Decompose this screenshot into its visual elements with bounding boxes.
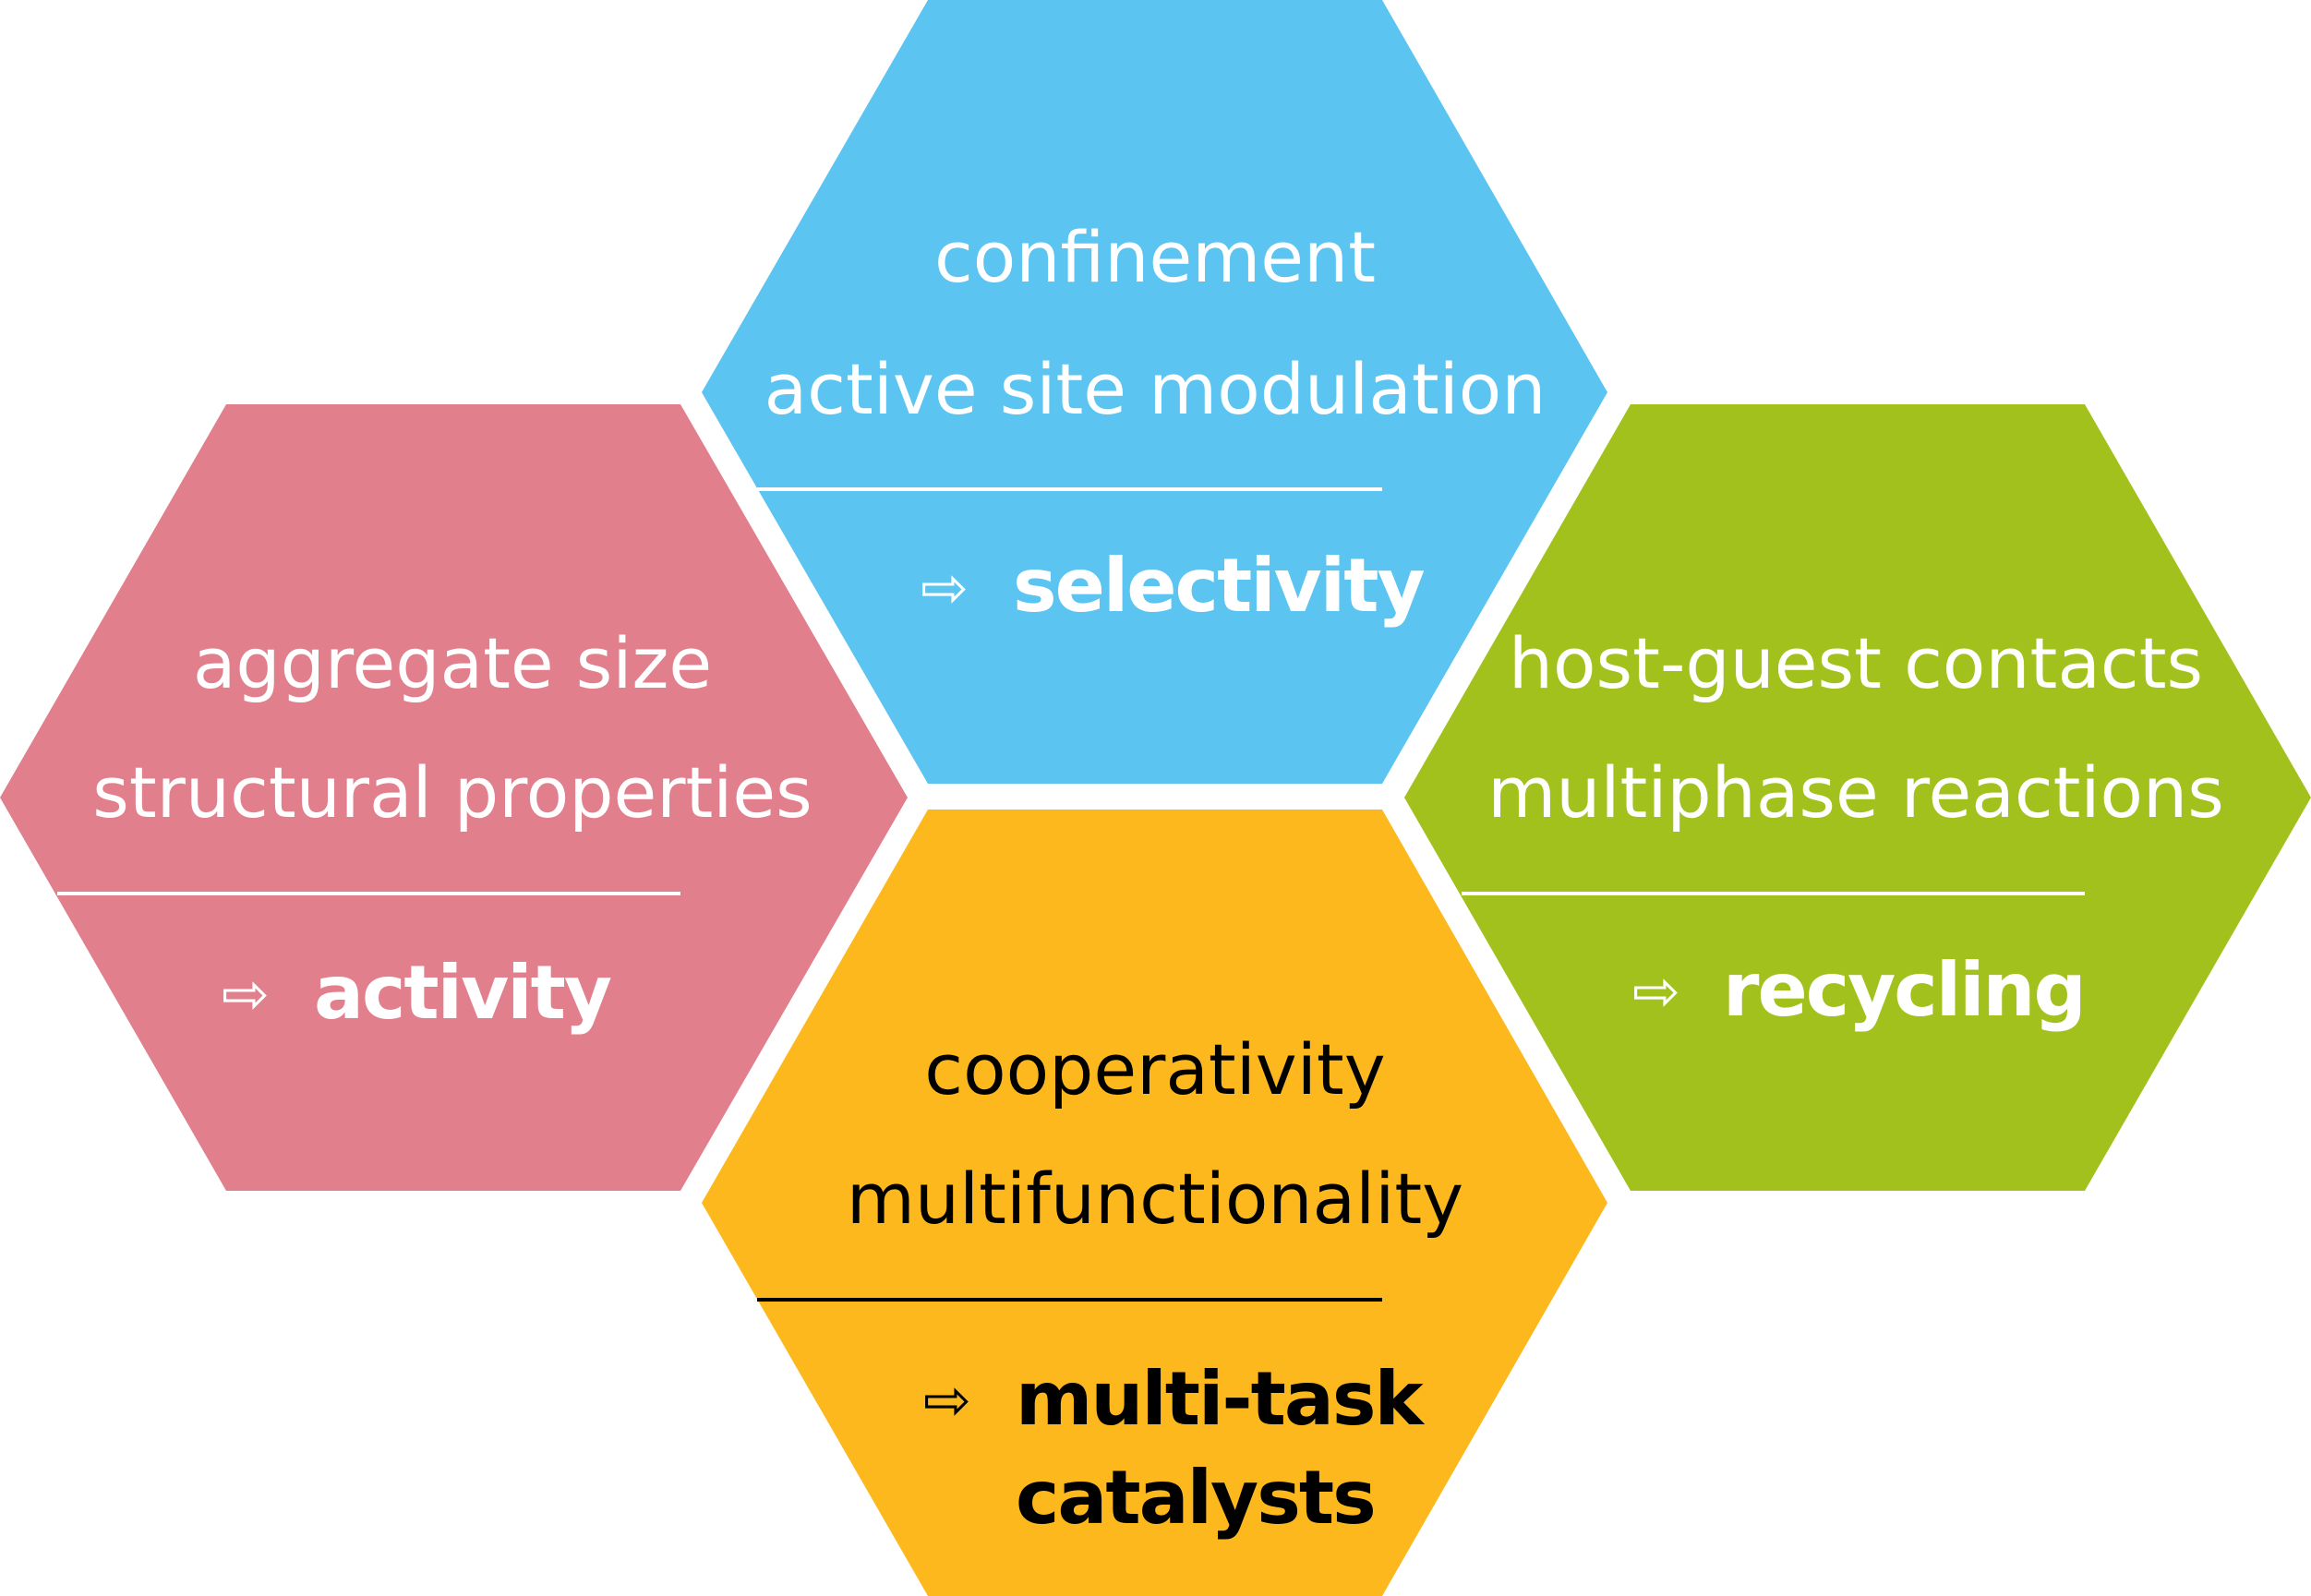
hexagon-activity-shape — [0, 404, 908, 1191]
arrow-right-icon: ⇨ — [923, 1366, 971, 1434]
hexagon-recycling-shape — [1404, 404, 2311, 1191]
hexagon-multitask-shape — [702, 810, 1607, 1596]
hexagon-recycling-outcome: recycling — [1723, 947, 2085, 1033]
hexagon-activity-line-1: aggregate size — [193, 622, 712, 704]
hexagon-multitask-outcome-line-2: catalysts — [1016, 1455, 1375, 1541]
hexagon-activity-outcome: activity — [314, 950, 611, 1036]
hexagon-selectivity-shape — [702, 0, 1607, 784]
hexagon-activity: aggregate size structural properties ⇨ a… — [0, 404, 908, 1191]
hexagon-recycling-line-1: host-guest contacts — [1509, 622, 2203, 704]
hexagon-activity-line-2: structural properties — [92, 751, 812, 834]
hexagon-multitask: cooperativity multifunctionality ⇨ multi… — [702, 810, 1607, 1596]
arrow-right-icon: ⇨ — [222, 960, 270, 1027]
hexagon-selectivity-line-2: active site modulation — [764, 348, 1547, 430]
hexagon-multitask-line-2: multifunctionality — [847, 1158, 1463, 1240]
hexagon-selectivity-outcome: selectivity — [1013, 543, 1424, 629]
hexagon-multitask-line-1: cooperativity — [924, 1028, 1385, 1110]
hexagon-selectivity-line-1: confinement — [934, 216, 1376, 298]
hexagon-selectivity: confinement active site modulation ⇨ sel… — [702, 0, 1607, 784]
hexagon-recycling: host-guest contacts multiphase reactions… — [1404, 404, 2311, 1191]
arrow-right-icon: ⇨ — [921, 554, 969, 621]
hexagon-multitask-outcome-line-1: multi-task — [1016, 1356, 1425, 1442]
arrow-right-icon: ⇨ — [1632, 957, 1680, 1025]
hexagon-recycling-line-2: multiphase reactions — [1487, 751, 2224, 834]
